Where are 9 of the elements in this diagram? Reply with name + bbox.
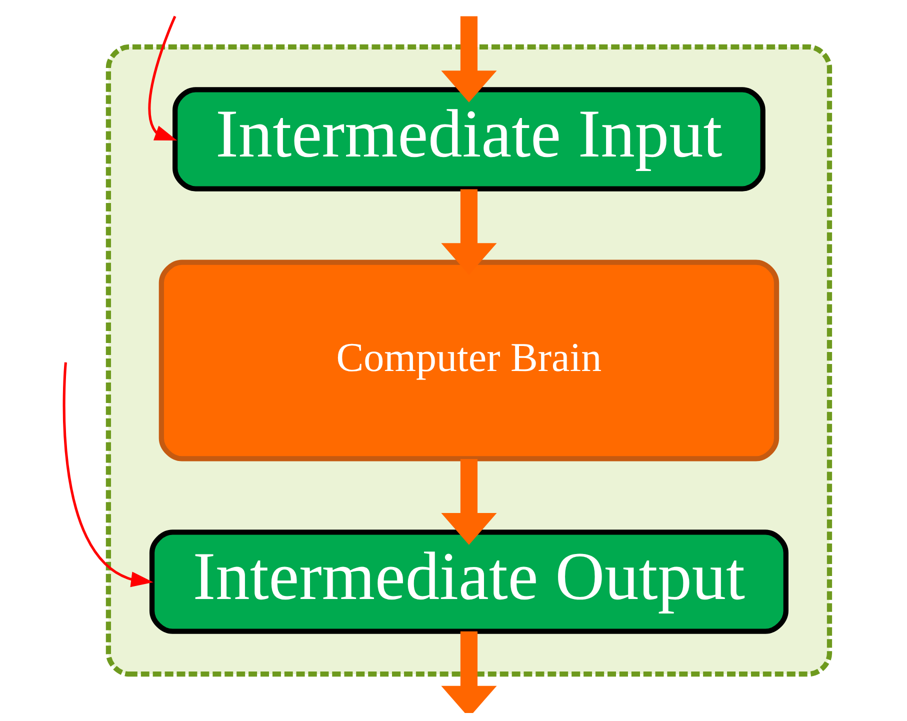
cluster: [106, 44, 832, 677]
arrow: [441, 459, 497, 545]
arrow: [441, 631, 497, 713]
node-box: Intermediate Input: [172, 87, 766, 192]
node-box: Intermediate Output: [149, 530, 788, 634]
arrow: [148, 16, 178, 141]
arrow: [441, 16, 497, 102]
arrow: [62, 362, 154, 588]
node-box: Computer Brain: [158, 260, 780, 462]
